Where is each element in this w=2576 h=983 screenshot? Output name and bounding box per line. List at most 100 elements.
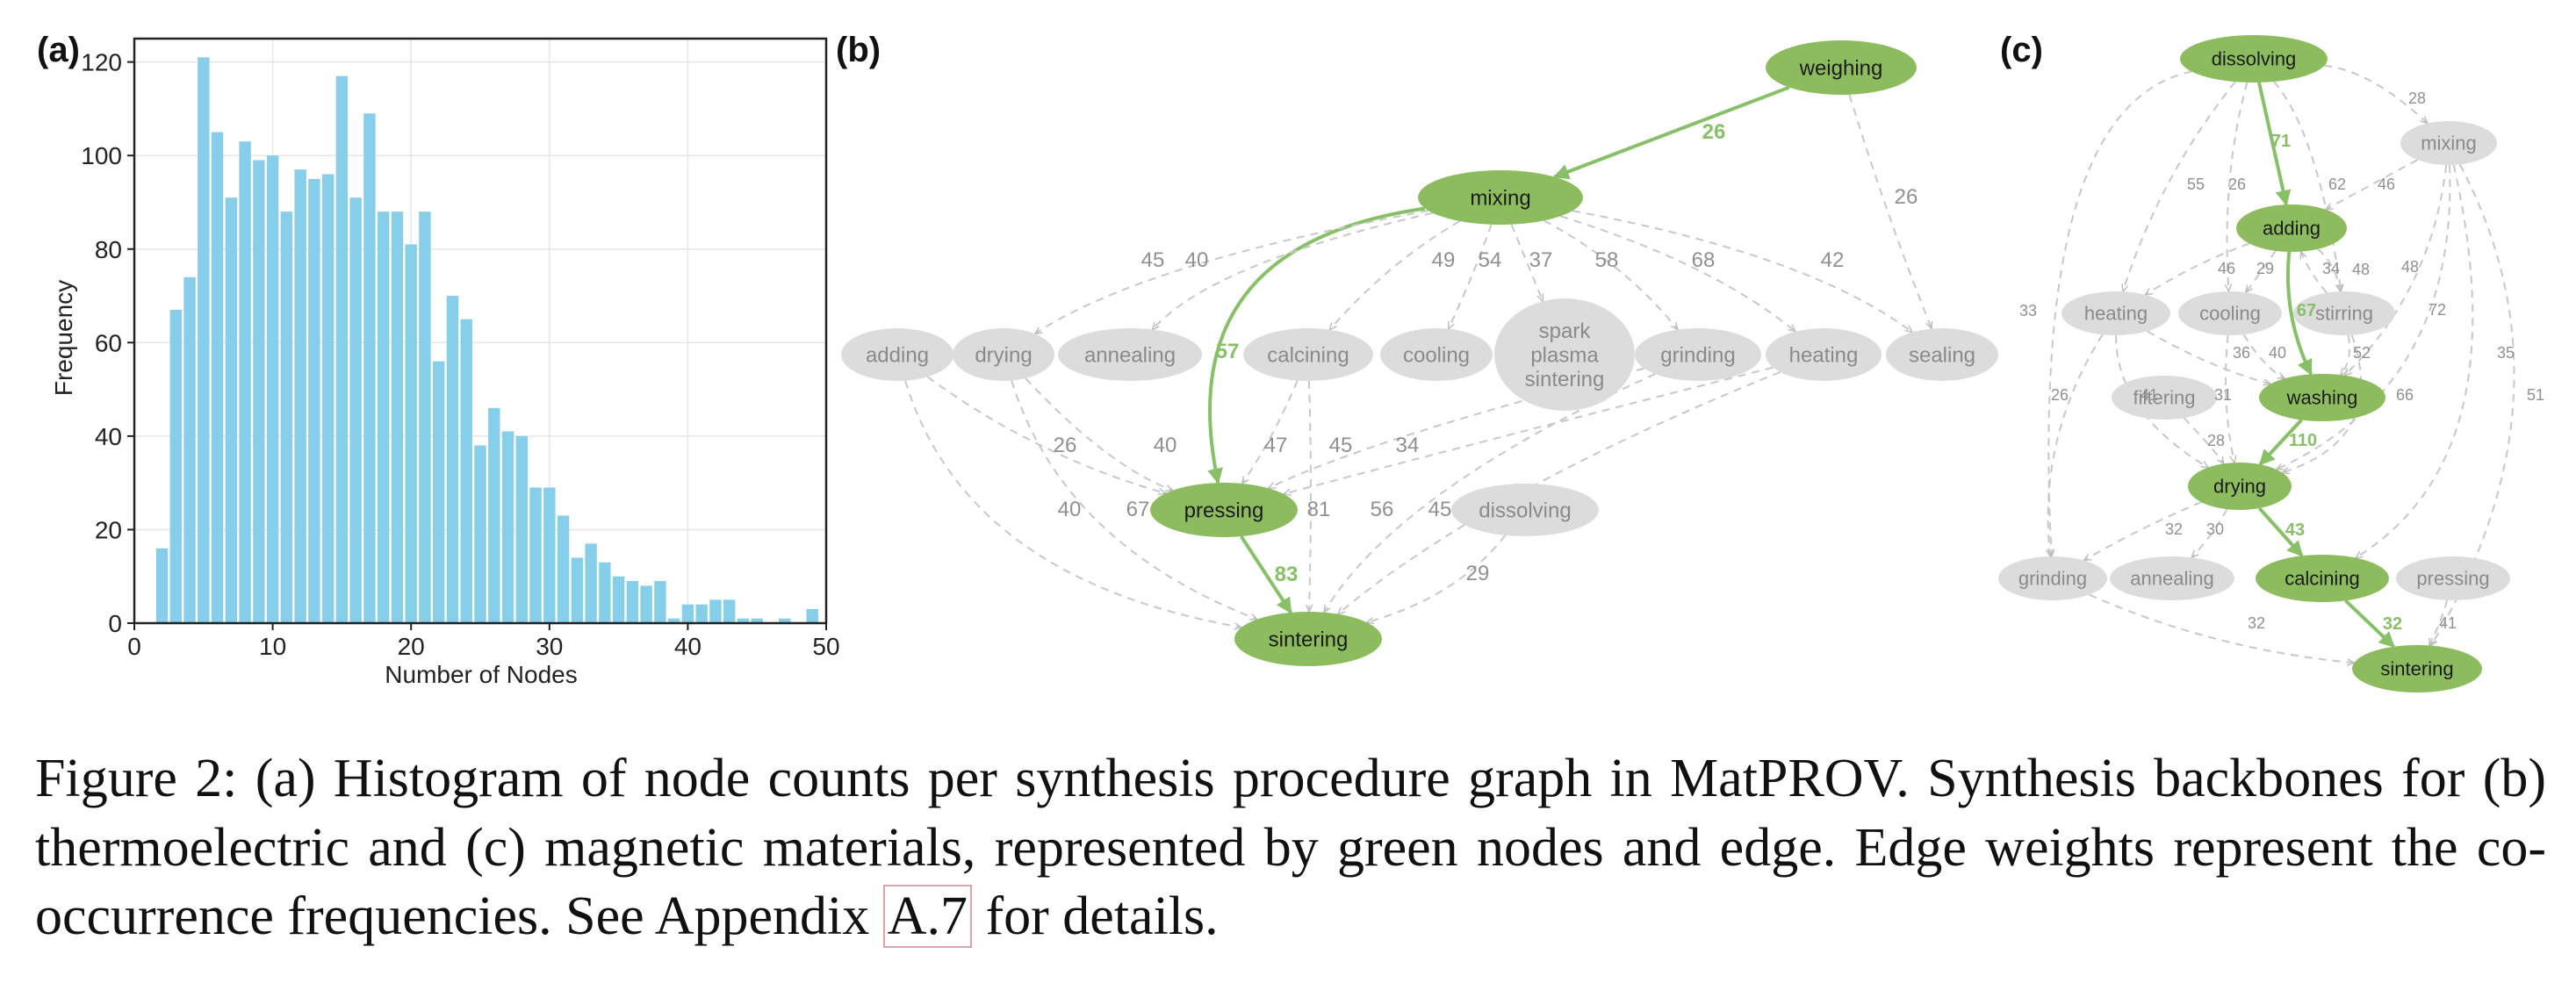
edge-weight-cooling-to-washing: 40 <box>2269 344 2286 362</box>
edge-calcining-to-sintering <box>1309 380 1311 612</box>
x-tick-label: 50 <box>812 633 839 660</box>
edge-pressing-to-sintering <box>1240 535 1292 614</box>
node-grinding-shape <box>1635 328 1761 381</box>
node-grinding-label: grinding <box>2018 568 2087 590</box>
node-drying-shape <box>2188 463 2292 510</box>
node-pressing-shape <box>2396 556 2510 600</box>
edge-dissolving-to-cooling <box>2227 82 2249 291</box>
node-washing: washing <box>2259 374 2385 421</box>
edge-weight-mixing-to-annealing: 40 <box>1185 248 1209 272</box>
node-pressing: pressing <box>2396 556 2510 600</box>
node-stirring-shape <box>2293 291 2395 335</box>
axes-frame <box>133 37 828 625</box>
node-stirring: stirring <box>2293 291 2395 335</box>
edge-adding-to-heating <box>2145 242 2250 294</box>
edge-weight-calcining-to-pressing: 47 <box>1264 434 1288 457</box>
node-drying-label: drying <box>2213 476 2266 498</box>
histogram-bar <box>169 310 182 623</box>
histogram-bar <box>225 197 238 624</box>
edge-mixing-to-annealing <box>1152 212 1433 330</box>
edge-dissolving-to-adding <box>2257 82 2292 206</box>
histogram-bar <box>779 618 791 623</box>
edge-weight-heating-to-grinding: 26 <box>2051 386 2069 404</box>
histogram-bar <box>654 581 666 623</box>
node-filtering: filtering <box>2112 376 2217 420</box>
histogram-bar <box>695 604 708 623</box>
node-sealing-shape <box>1886 328 1998 381</box>
histogram-bar <box>751 618 763 623</box>
node-sintering: sintering <box>1234 612 1382 666</box>
node-drying: drying <box>2188 463 2292 510</box>
histogram-bar <box>626 581 639 623</box>
node-annealing: annealing <box>1058 328 1202 381</box>
node-mixing-label: mixing <box>2421 133 2477 154</box>
edge-weight-dissolving-to-grinding: 33 <box>2019 302 2037 319</box>
histogram-bar <box>709 599 722 623</box>
edge-mixing-to-drying <box>1035 210 1429 334</box>
edge-heating-to-grinding <box>2048 334 2104 556</box>
edge-weighing-to-sealing <box>1848 94 1932 329</box>
node-annealing-label: annealing <box>1084 343 1176 367</box>
y-tick-label: 80 <box>95 236 122 263</box>
node-dissolving-label: dissolving <box>2212 48 2297 70</box>
edge-filtering-to-drying <box>2183 417 2224 463</box>
y-tick-label: 20 <box>95 516 122 543</box>
node-heating: heating <box>2062 291 2170 335</box>
edge-grinding-to-sintering <box>2089 593 2355 664</box>
histogram-bar <box>308 178 320 623</box>
edge-weight-pressing-to-sintering: 41 <box>2439 614 2457 632</box>
edge-weight-drying-to-sintering: 67 <box>1126 498 1150 521</box>
histogram-bar <box>667 618 680 623</box>
edge-weight-mixing-to-sintering: 51 <box>2527 386 2544 404</box>
edge-adding-to-cooling <box>2246 250 2277 292</box>
panel-c-label: (c) <box>2000 31 2043 69</box>
histogram-bar <box>543 487 556 623</box>
edge-weight-weighing-to-sealing: 26 <box>1895 185 1918 209</box>
edge-weight-heating-to-pressing: 34 <box>1396 434 1420 457</box>
edge-dissolving-to-mixing <box>2324 64 2428 124</box>
node-calcining-shape <box>2256 555 2389 602</box>
edge-weight-pressing-to-sintering: 83 <box>1275 563 1299 586</box>
edge-weight-mixing-to-calcining: 35 <box>2497 344 2515 362</box>
node-drying-label: drying <box>975 343 1032 367</box>
edge-weight-grinding-to-sintering: 56 <box>1371 498 1394 521</box>
edge-weight-weighing-to-mixing: 26 <box>1702 120 1726 144</box>
y-tick-label: 40 <box>95 423 122 450</box>
edge-weight-mixing-to-heating: 68 <box>1692 248 1716 272</box>
panel-b-label: (b) <box>836 31 881 69</box>
edge-weight-heating-to-drying: 41 <box>2141 386 2158 404</box>
node-weighing-label: weighing <box>1799 56 1883 80</box>
appendix-link[interactable]: A.7 <box>882 885 973 949</box>
edge-weight-mixing-to-drying: 45 <box>1141 248 1165 272</box>
node-washing-label: washing <box>2286 387 2358 409</box>
node-sintering-label: sintering <box>1269 628 1349 651</box>
edge-calcining-to-pressing <box>1242 380 1299 484</box>
node-grinding: grinding <box>1635 328 1761 381</box>
node-sintering-label: sintering <box>2380 658 2453 680</box>
node-calcining-shape <box>1243 328 1373 381</box>
histogram-bar <box>405 244 417 623</box>
node-calcining-label: calcining <box>2285 568 2360 590</box>
edge-stirring-to-drying <box>2282 334 2363 473</box>
node-adding-label: adding <box>866 343 929 367</box>
edge-weight-mixing-to-drying: 72 <box>2428 301 2446 319</box>
histogram-bar <box>349 197 362 624</box>
node-sps-label: sintering <box>1525 368 1605 391</box>
node-washing-shape <box>2259 374 2385 421</box>
x-tick-label: 10 <box>259 633 286 660</box>
node-cooling: cooling <box>2178 291 2282 335</box>
node-drying: drying <box>953 328 1054 381</box>
histogram-bar <box>391 212 404 624</box>
edge-weight-drying-to-annealing: 30 <box>2206 520 2224 538</box>
histogram-bars <box>155 57 818 624</box>
node-calcining: calcining <box>1243 328 1373 381</box>
node-weighing-shape <box>1766 40 1917 95</box>
edge-adding-to-pressing <box>926 376 1165 493</box>
figure-caption: Figure 2: (a) Histogram of node counts p… <box>35 744 2546 951</box>
edge-weight-dissolving-to-heating: 55 <box>2187 176 2205 193</box>
edge-mixing-to-adding <box>2326 159 2418 211</box>
edge-adding-to-stirring <box>2317 248 2341 291</box>
